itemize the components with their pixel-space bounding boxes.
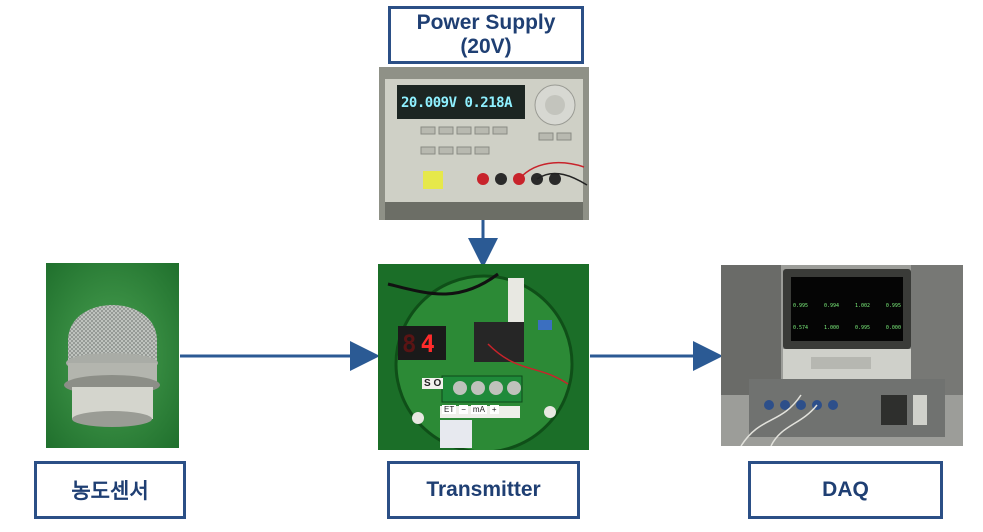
transmitter-label: Transmitter xyxy=(387,461,580,519)
daq-photo: 0.995 0.994 1.002 0.995 0.574 1.000 0.99… xyxy=(721,265,963,446)
power-supply-illustration xyxy=(379,67,589,220)
transmitter-illustration xyxy=(378,264,589,450)
daq-reading: 0.994 xyxy=(823,303,840,309)
daq-illustration xyxy=(721,265,963,446)
transmitter-label-text: Transmitter xyxy=(426,478,541,501)
sensor-label-text: 농도센서 xyxy=(71,480,149,503)
transmitter-so-label: S O xyxy=(422,378,444,389)
transmitter-led-digit-2: 4 xyxy=(420,330,439,358)
power-supply-photo: 20.009V 0.218A xyxy=(379,67,589,220)
daq-label: DAQ xyxy=(748,461,943,519)
daq-reading: 0.995 xyxy=(854,325,870,331)
terminal-label-et: ET xyxy=(442,405,457,414)
daq-label-text: DAQ xyxy=(822,478,869,501)
daq-reading: 1.000 xyxy=(823,325,840,331)
terminal-label-ma: mA xyxy=(470,405,487,414)
daq-screen-readings: 0.995 0.994 1.002 0.995 0.574 1.000 0.99… xyxy=(793,295,901,339)
transmitter-terminal-labels: ET − mA + xyxy=(442,405,499,414)
daq-reading: 0.995 xyxy=(793,303,809,309)
daq-reading: 0.995 xyxy=(885,303,901,309)
gas-sensor-illustration xyxy=(46,263,179,448)
transmitter-photo: 84 S O ET − mA + xyxy=(378,264,589,450)
gas-sensor-photo xyxy=(46,263,179,448)
transmitter-led-digit-1: 8 xyxy=(402,330,421,358)
power-supply-label: Power Supply (20V) xyxy=(388,6,584,64)
power-supply-voltage-readout: 20.009V xyxy=(401,95,457,111)
daq-reading: 0.574 xyxy=(793,325,809,331)
transmitter-led-display: 84 xyxy=(402,330,439,358)
power-supply-voltage-label: (20V) xyxy=(460,35,512,58)
terminal-label-minus: − xyxy=(459,405,468,414)
terminal-label-plus: + xyxy=(489,405,499,414)
sensor-label: 농도센서 xyxy=(34,461,186,519)
daq-readings-row-1: 0.995 0.994 1.002 0.995 xyxy=(793,295,901,317)
daq-readings-row-2: 0.574 1.000 0.995 0.000 xyxy=(793,317,901,339)
daq-reading: 0.000 xyxy=(885,325,901,331)
power-supply-display: 20.009V 0.218A xyxy=(401,95,513,111)
power-supply-current-readout: 0.218A xyxy=(464,95,513,111)
daq-reading: 1.002 xyxy=(854,303,870,309)
power-supply-title: Power Supply xyxy=(416,11,556,34)
